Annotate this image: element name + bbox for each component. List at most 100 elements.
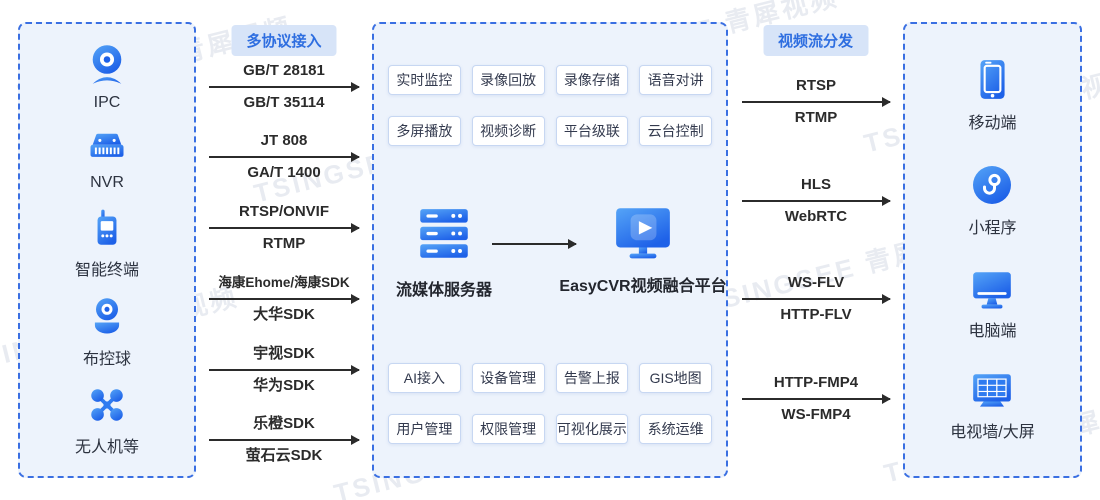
device-label: 无人机等 [74, 438, 139, 456]
source-devices-list: IPC [20, 24, 194, 476]
source-devices-panel: IPC [18, 22, 196, 478]
distribution-label-bottom: WS-FMP4 [781, 406, 851, 423]
device-label: 布控球 [82, 350, 131, 368]
feature-chip: 用户管理 [388, 414, 461, 444]
feature-chip: 平台级联 [555, 116, 629, 146]
device-label: NVR [90, 174, 124, 192]
protocol-label-top: RTSP/ONVIF [238, 203, 329, 220]
drone-icon [86, 384, 128, 426]
distribution-arrow-group: HLS WebRTC [742, 175, 891, 227]
easycvr-platform-panel: 实时监控 录像回放 录像存储 语音对讲 多屏播放 视频诊断 平台级联 云台控制 [372, 22, 728, 478]
endpoint-label: 电视墙/大屏 [950, 424, 1035, 441]
protocol-label-bottom: 华为SDK [253, 377, 315, 394]
flow-arrow-icon [209, 223, 360, 233]
protocol-label-top: GB/T 28181 [243, 62, 325, 79]
endpoint-label: 电脑端 [968, 323, 1017, 340]
distribution-label-top: RTSP [795, 77, 836, 94]
client-endpoints-panel: 移动端 小程序 [903, 22, 1082, 478]
feature-chip: AI接入 [388, 363, 461, 393]
easycvr-platform-node: EasyCVR视频融合平台 [559, 204, 727, 296]
media-server-label: 流媒体服务器 [395, 282, 492, 299]
ipc-camera-icon [85, 43, 129, 87]
desktop-monitor-icon [969, 268, 1015, 310]
flow-arrow-icon [742, 97, 891, 107]
protocol-label-bottom: GB/T 35114 [243, 94, 325, 111]
feature-chip: 权限管理 [471, 414, 545, 444]
feature-chip: 视频诊断 [471, 116, 545, 146]
endpoint-tv-wall: 电视墙/大屏 [950, 371, 1035, 442]
media-server-node: 流媒体服务器 [384, 204, 504, 300]
distribution-label-top: HLS [801, 176, 831, 193]
feature-chip: 可视化展示 [555, 414, 629, 444]
protocol-label-top: JT 808 [260, 132, 308, 149]
device-smart-terminal: 智能终端 [75, 207, 139, 280]
client-endpoints-list: 移动端 小程序 [905, 24, 1080, 476]
stream-distribution-column: 视频流分发 RTSP RTMP HLS WebRTC WS-FLV HTTP-F… [728, 0, 903, 500]
flow-arrow-icon [742, 294, 891, 304]
feature-chip: 录像回放 [471, 65, 545, 95]
platform-features-top: 实时监控 录像回放 录像存储 语音对讲 多屏播放 视频诊断 平台级联 云台控制 [388, 65, 712, 146]
distribution-label-bottom: RTMP [794, 109, 838, 126]
flow-arrow-icon [209, 294, 360, 304]
media-server-icon [415, 204, 473, 266]
easycvr-platform-label: EasyCVR视频融合平台 [559, 278, 727, 295]
protocol-label-top: 乐橙SDK [253, 415, 315, 432]
device-drone: 无人机等 [75, 384, 139, 457]
protocol-arrow-group: JT 808 GA/T 1400 [209, 131, 360, 183]
feature-chip: 告警上报 [555, 363, 629, 393]
distribution-label-bottom: WebRTC [784, 208, 848, 225]
nvr-icon [85, 127, 129, 167]
distribution-label-bottom: HTTP-FLV [780, 306, 852, 323]
protocol-arrow-group: 乐橙SDK 萤石云SDK [209, 414, 360, 466]
protocol-arrow-group: RTSP/ONVIF RTMP [209, 202, 360, 254]
endpoint-mobile: 移动端 [968, 58, 1017, 133]
feature-chip: 实时监控 [388, 65, 461, 95]
server-to-platform-arrow-icon [492, 239, 577, 249]
distribution-label-top: WS-FLV [787, 274, 845, 291]
platform-features-bottom: AI接入 设备管理 告警上报 GIS地图 用户管理 权限管理 可视化展示 系统运… [388, 363, 712, 444]
device-nvr: NVR [85, 127, 129, 192]
ptz-dome-icon [85, 296, 129, 338]
protocol-label-bottom: GA/T 1400 [247, 164, 321, 181]
endpoint-mini-program: 小程序 [968, 163, 1017, 238]
endpoint-label: 移动端 [968, 115, 1017, 132]
protocol-arrow-group: GB/T 28181 GB/T 35114 [209, 61, 360, 113]
flow-arrow-icon [209, 435, 360, 445]
flow-arrow-icon [209, 152, 360, 162]
protocol-access-column: 多协议接入 GB/T 28181 GB/T 35114 JT 808 GA/T … [196, 0, 372, 500]
distribution-arrow-group: HTTP-FMP4 WS-FMP4 [742, 373, 891, 425]
endpoint-label: 小程序 [968, 220, 1017, 237]
protocol-label-bottom: 大华SDK [253, 306, 315, 323]
feature-chip: 多屏播放 [388, 116, 461, 146]
distribution-arrow-group: WS-FLV HTTP-FLV [742, 273, 891, 325]
protocol-arrow-group: 宇视SDK 华为SDK [209, 344, 360, 396]
tv-wall-icon [969, 371, 1015, 411]
stream-distribution-title: 视频流分发 [762, 25, 869, 56]
mini-program-icon [970, 163, 1014, 207]
feature-chip: GIS地图 [639, 363, 712, 393]
flow-arrow-icon [742, 394, 891, 404]
flow-arrow-icon [742, 196, 891, 206]
device-label: 智能终端 [74, 262, 139, 280]
device-ptz-dome: 布控球 [83, 296, 131, 369]
feature-chip: 云台控制 [639, 116, 712, 146]
feature-chip: 语音对讲 [639, 65, 712, 95]
smart-terminal-icon [86, 207, 128, 249]
feature-chip: 设备管理 [471, 363, 545, 393]
flow-arrow-icon [209, 365, 360, 375]
protocol-label-bottom: 萤石云SDK [245, 447, 323, 464]
protocol-label-top: 宇视SDK [253, 345, 315, 362]
endpoint-desktop: 电脑端 [968, 268, 1017, 341]
protocol-label-top: 海康Ehome/海康SDK [218, 275, 350, 290]
protocol-label-bottom: RTMP [262, 235, 306, 252]
distribution-arrow-group: RTSP RTMP [742, 76, 891, 128]
device-label: IPC [93, 94, 121, 112]
protocol-arrow-group: 海康Ehome/海康SDK 大华SDK [209, 273, 360, 325]
feature-chip: 系统运维 [639, 414, 712, 444]
feature-chip: 录像存储 [555, 65, 629, 95]
easycvr-monitor-play-icon [612, 204, 674, 262]
protocol-access-title: 多协议接入 [231, 25, 337, 56]
device-ipc: IPC [85, 43, 129, 112]
flow-arrow-icon [209, 82, 360, 92]
